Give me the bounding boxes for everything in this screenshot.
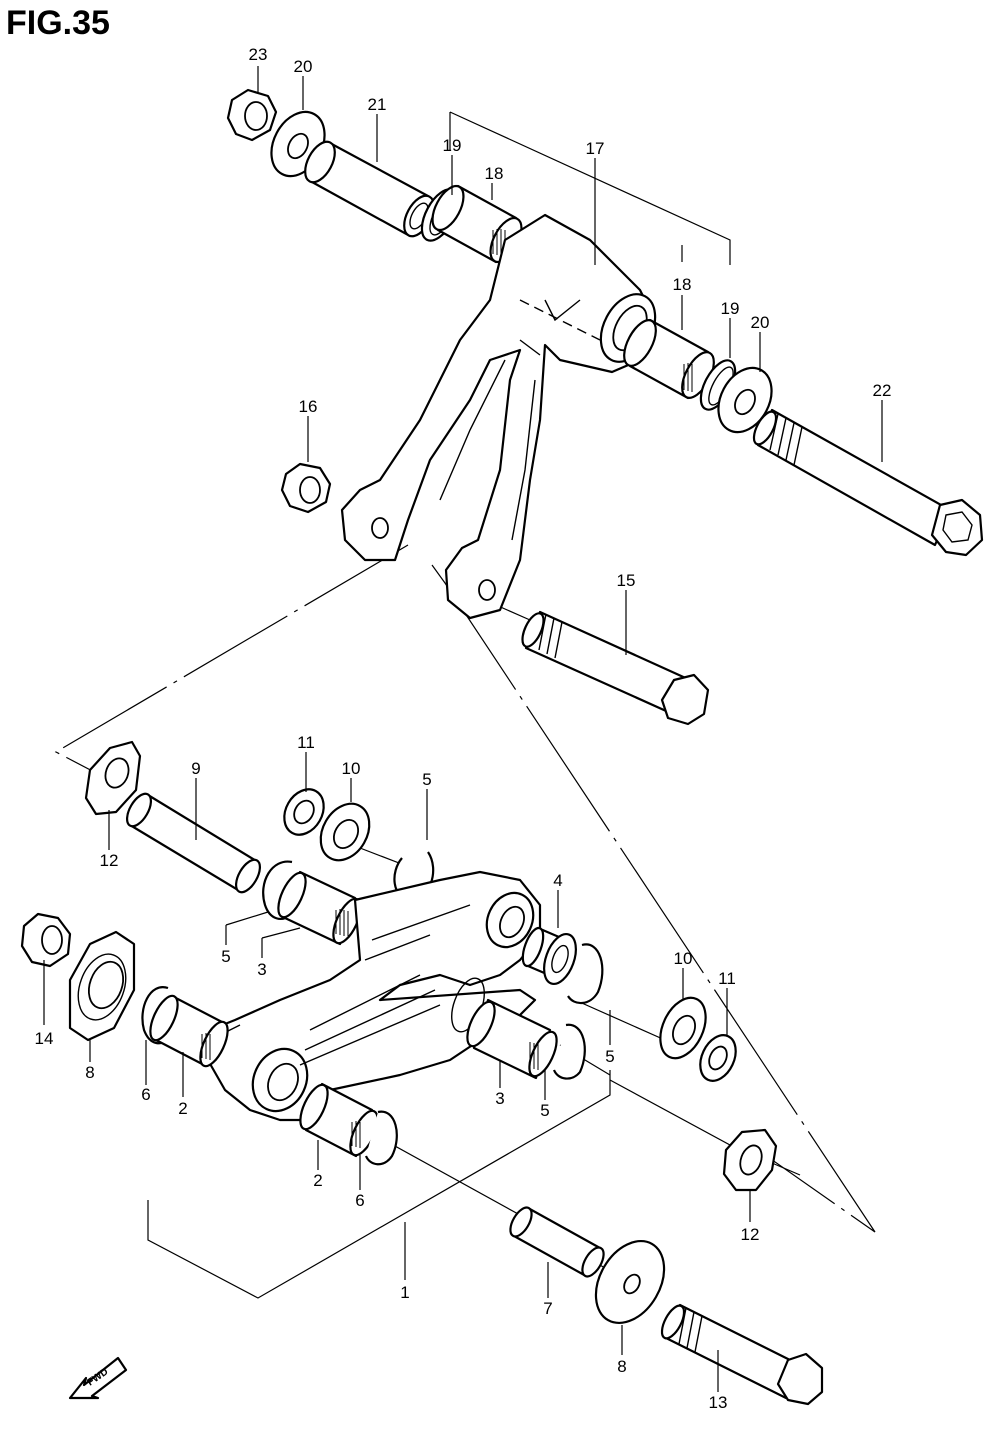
callout-20: 20 bbox=[294, 57, 313, 76]
leader-lines bbox=[43, 66, 883, 1392]
bearing-3-lower bbox=[466, 998, 558, 1080]
callout-2: 2 bbox=[313, 1171, 322, 1190]
callout-11: 11 bbox=[297, 733, 315, 752]
callout-16: 16 bbox=[299, 397, 318, 416]
callout-6: 6 bbox=[355, 1191, 364, 1210]
callout-labels: 23 20 21 19 18 17 18 19 20 22 16 15 11 1… bbox=[35, 45, 892, 1412]
callout-18: 18 bbox=[673, 275, 692, 294]
bolt-22 bbox=[752, 408, 984, 557]
washer-10-left bbox=[319, 802, 371, 862]
callout-18: 18 bbox=[485, 164, 504, 183]
callout-10: 10 bbox=[342, 759, 361, 778]
callout-1: 1 bbox=[400, 1283, 409, 1302]
callout-12: 12 bbox=[741, 1225, 760, 1244]
bearing-18-right bbox=[623, 318, 715, 400]
cushion-lever-17 bbox=[340, 213, 657, 620]
callout-6: 6 bbox=[141, 1085, 150, 1104]
callout-19: 19 bbox=[721, 299, 740, 318]
callout-4: 4 bbox=[553, 871, 562, 890]
callout-22: 22 bbox=[873, 381, 892, 400]
bolt-15 bbox=[521, 610, 710, 726]
callout-5: 5 bbox=[422, 770, 431, 789]
bearing-2-left bbox=[149, 994, 229, 1068]
callout-9: 9 bbox=[191, 759, 200, 778]
collar-9 bbox=[125, 792, 262, 894]
callout-11: 11 bbox=[718, 969, 736, 988]
callout-21: 21 bbox=[368, 95, 387, 114]
nut-23 bbox=[226, 88, 278, 142]
collar-7 bbox=[509, 1206, 605, 1278]
callout-19: 19 bbox=[443, 136, 462, 155]
callout-5: 5 bbox=[221, 947, 230, 966]
callout-2: 2 bbox=[178, 1099, 187, 1118]
callout-7: 7 bbox=[543, 1299, 552, 1318]
washer-12-right bbox=[722, 1128, 778, 1192]
oil-seal-11-right bbox=[699, 1034, 737, 1082]
callout-10: 10 bbox=[674, 949, 693, 968]
callout-12: 12 bbox=[100, 851, 119, 870]
callout-3: 3 bbox=[257, 960, 266, 979]
circlip-6-lower bbox=[364, 1110, 398, 1166]
washer-20-right bbox=[717, 366, 773, 434]
callout-17: 17 bbox=[586, 139, 605, 158]
callout-5: 5 bbox=[605, 1047, 614, 1066]
figure-title: FIG.35 bbox=[6, 4, 110, 42]
callout-13: 13 bbox=[709, 1393, 728, 1412]
cushion-rod-1 bbox=[203, 870, 542, 1122]
callout-8: 8 bbox=[617, 1357, 626, 1376]
collar-21 bbox=[304, 140, 435, 238]
assembly-guide-lines bbox=[54, 111, 876, 1299]
callout-15: 15 bbox=[617, 571, 636, 590]
bearing-2-lower bbox=[299, 1082, 379, 1158]
circlip-5-right-upper bbox=[567, 943, 604, 1005]
callout-3: 3 bbox=[495, 1089, 504, 1108]
callout-14: 14 bbox=[35, 1029, 54, 1048]
oil-seal-11-left bbox=[283, 788, 325, 836]
callout-8: 8 bbox=[85, 1063, 94, 1082]
circlip-5-right-lower bbox=[552, 1023, 586, 1080]
nut-16 bbox=[280, 462, 332, 514]
callout-20: 20 bbox=[751, 313, 770, 332]
nut-14 bbox=[20, 912, 72, 968]
washer-8-lower bbox=[594, 1239, 666, 1325]
callout-23: 23 bbox=[249, 45, 268, 64]
fwd-arrow-icon: FWD bbox=[68, 1356, 128, 1400]
spacer-4 bbox=[521, 926, 577, 985]
washer-10-right bbox=[659, 996, 707, 1060]
bolt-13 bbox=[660, 1303, 824, 1406]
bearing-3-upper bbox=[277, 870, 362, 946]
washer-8-left bbox=[68, 930, 136, 1042]
callout-5: 5 bbox=[540, 1101, 549, 1120]
washer-12-left bbox=[84, 740, 142, 816]
